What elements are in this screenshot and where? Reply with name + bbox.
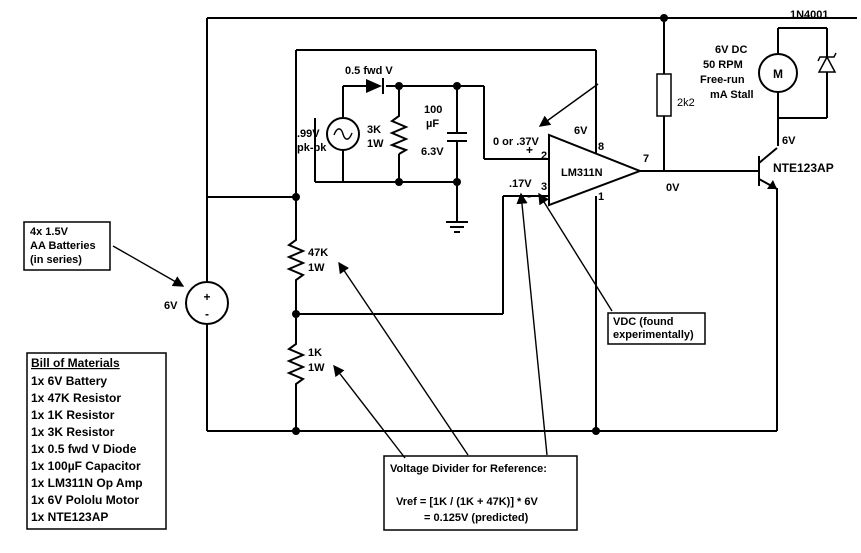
- opamp-name: LM311N: [561, 167, 603, 179]
- battery-plus-sign: +: [203, 290, 210, 304]
- diode-symbol: [366, 78, 384, 94]
- transistor-collector-level: 6V: [782, 135, 796, 147]
- resistor-1k: 1K 1W: [286, 340, 325, 388]
- voltage-divider-note: Voltage Divider for Reference: Vref = [1…: [383, 455, 578, 531]
- divider-formula: Vref = [1K / (1K + 47K)] * 6V: [396, 496, 538, 508]
- motor-letter: M: [773, 67, 783, 81]
- bom-item: 1x 1K Resistor: [31, 408, 115, 422]
- vdc-note-line-2: experimentally): [613, 329, 694, 341]
- motor-spec-line-4: mA Stall: [710, 89, 754, 101]
- battery-voltage-label: 6V: [164, 300, 178, 312]
- battery-note-line-3: (in series): [30, 254, 82, 266]
- opamp-supply-label: 6V: [574, 125, 588, 137]
- bom-item: 1x 47K Resistor: [31, 391, 121, 405]
- bom-item: 1x NTE123AP: [31, 510, 108, 524]
- resistor-1k-value: 1K: [308, 347, 322, 359]
- resistor-3k-power: 1W: [367, 138, 384, 150]
- opamp-plus-input: +: [526, 143, 533, 157]
- opamp-pin-8: 8: [598, 141, 604, 153]
- transistor-part: NTE123AP: [773, 161, 834, 175]
- resistor-3k: 3K 1W: [367, 112, 409, 155]
- opamp-pin-1: 1: [598, 191, 604, 203]
- resistor-47k: 47K 1W: [286, 236, 328, 284]
- bom-title: Bill of Materials: [31, 356, 120, 370]
- vdc-note-line-1: VDC (found: [613, 316, 673, 328]
- vdc-pointer-arrow: [538, 192, 613, 312]
- divider-pointer-arrow-1k: [333, 364, 406, 459]
- motor-spec: 6V DC 50 RPM Free-run mA Stall: [700, 44, 754, 101]
- divider-pointer-arrow-ref: [516, 192, 548, 456]
- ground-symbol: [446, 221, 468, 233]
- flyback-diode-part: 1N4001: [790, 9, 829, 21]
- noninverting-pointer-arrow: [538, 83, 599, 127]
- motor-spec-line-3: Free-run: [700, 74, 745, 86]
- opamp-pin-2: 2: [541, 150, 547, 162]
- bom-item: 1x 3K Resistor: [31, 425, 115, 439]
- capacitor-value: 100: [424, 104, 442, 116]
- bill-of-materials: Bill of Materials 1x 6V Battery 1x 47K R…: [26, 352, 167, 530]
- inverting-level-label: .17V: [509, 178, 532, 190]
- resistor-47k-power: 1W: [308, 262, 325, 274]
- bom-item: 1x 0.5 fwd V Diode: [31, 442, 137, 456]
- divider-title: Voltage Divider for Reference:: [390, 463, 547, 475]
- battery-pointer-arrow: [112, 245, 185, 287]
- battery-note-line-2: AA Batteries: [30, 240, 96, 252]
- ac-source: [326, 117, 360, 151]
- battery-note-line-1: 4x 1.5V: [30, 226, 69, 238]
- battery-symbol: + -: [185, 281, 229, 325]
- capacitor-unit: µF: [426, 118, 439, 130]
- divider-result: = 0.125V (predicted): [424, 512, 529, 524]
- bom-item: 1x 6V Battery: [31, 374, 107, 388]
- source-type-label: pk-pk: [297, 142, 327, 154]
- resistor-2k2-label: 2k2: [677, 97, 695, 109]
- motor-spec-line-2: 50 RPM: [703, 59, 743, 71]
- capacitor-symbol: [447, 132, 467, 142]
- opamp-minus-input: -: [527, 189, 531, 203]
- junction-dots: [292, 14, 668, 435]
- source-amplitude-label: .99V: [297, 128, 320, 140]
- resistor-2k2: 2k2: [656, 73, 695, 117]
- battery-note: 4x 1.5V AA Batteries (in series): [23, 221, 111, 271]
- vdc-note: VDC (found experimentally): [607, 312, 706, 345]
- diode-label: 0.5 fwd V: [345, 65, 393, 77]
- motor-spec-line-1: 6V DC: [715, 44, 747, 56]
- motor-symbol: M: [758, 53, 798, 93]
- bom-item: 1x LM311N Op Amp: [31, 476, 143, 490]
- noninverting-level-label: 0 or .37V: [493, 136, 540, 148]
- divider-pointer-arrow-47k: [338, 261, 469, 456]
- opamp-symbol: LM311N + - 2 3 8 7 1 6V: [526, 125, 649, 207]
- battery-minus-sign: -: [205, 307, 209, 321]
- opamp-pin-3: 3: [541, 181, 547, 193]
- output-level-label: 0V: [666, 182, 680, 194]
- resistor-3k-value: 3K: [367, 124, 381, 136]
- bom-item: 1x 6V Pololu Motor: [31, 493, 139, 507]
- flyback-diode-symbol: [817, 52, 837, 73]
- bom-item: 1x 100µF Capacitor: [31, 459, 141, 473]
- transistor-symbol: [758, 147, 778, 190]
- opamp-pin-7: 7: [643, 153, 649, 165]
- pointer-arrows: [112, 83, 613, 459]
- capacitor-voltage: 6.3V: [421, 146, 444, 158]
- resistor-47k-value: 47K: [308, 247, 328, 259]
- resistor-1k-power: 1W: [308, 362, 325, 374]
